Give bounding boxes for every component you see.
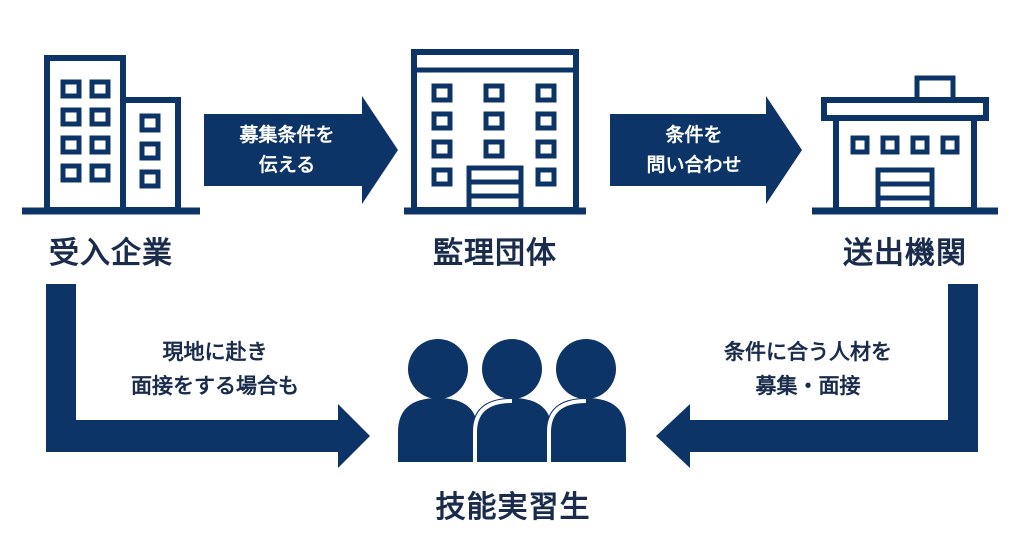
office-buildings-icon <box>22 55 200 215</box>
arrow-label-line: 募集条件を <box>239 124 335 146</box>
arrow-label-line: 募集・面接 <box>755 374 861 398</box>
node-label-accepting-company: 受入企業 <box>49 236 173 271</box>
arrow-label-line: 伝える <box>258 154 316 176</box>
people-separator <box>473 399 587 462</box>
arrow-label-company-to-trainees: 現地に赴き 面接をする場合も <box>131 335 299 403</box>
arrow-org-to-sending <box>610 96 802 204</box>
factory-building-icon <box>812 75 998 215</box>
arrow-label-line: 問い合わせ <box>646 154 742 176</box>
node-label-trainees: 技能実習生 <box>435 490 591 525</box>
arrow-sending-to-trainees <box>656 284 978 468</box>
node-label-sending-org: 送出機関 <box>843 236 967 271</box>
arrow-company-to-trainees <box>46 284 370 468</box>
office-building-icon <box>404 49 586 215</box>
arrow-label-sending-to-trainees: 条件に合う人材を 募集・面接 <box>724 335 892 403</box>
arrow-company-to-org <box>204 96 398 204</box>
arrow-label-line: 条件を <box>665 124 723 146</box>
arrow-label-line: 面接をする場合も <box>131 374 299 398</box>
arrow-label-line: 条件に合う人材を <box>724 340 892 364</box>
arrow-label-org-to-sending: 条件を 問い合わせ <box>646 120 741 180</box>
arrow-label-line: 現地に赴き <box>162 340 268 364</box>
people-group-icon <box>398 339 626 462</box>
arrow-label-company-to-org: 募集条件を 伝える <box>239 120 334 180</box>
node-label-supervising-org: 監理団体 <box>433 236 557 271</box>
